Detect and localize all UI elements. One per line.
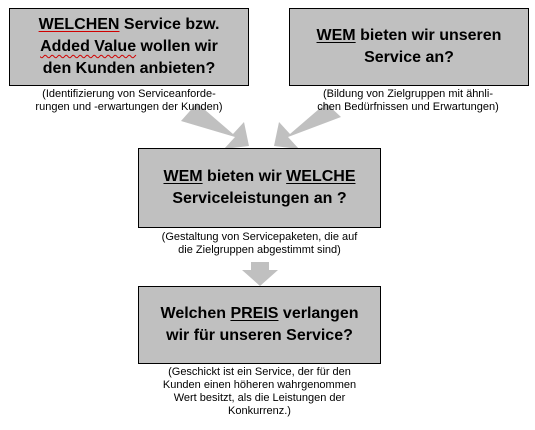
- note-perceived-value: (Geschickt ist ein Service, der für den …: [128, 366, 391, 418]
- note-line: Kunden einen höheren wahrgenommen: [162, 379, 357, 391]
- question-box-which-price: Welchen PREIS verlangen wir für unseren …: [138, 286, 381, 364]
- note-line: (Identifizierung von Serviceanforde-: [42, 88, 216, 100]
- box2-line2-text: Service an?: [364, 49, 454, 66]
- note-target-groups: (Bildung von Zielgruppen mit ähnli- chen…: [281, 88, 535, 114]
- note-line: (Bildung von Zielgruppen mit ähnli-: [323, 88, 493, 100]
- note-line: Konkurrenz.): [228, 405, 291, 417]
- note-service-packages: (Gestaltung von Servicepaketen, die auf …: [128, 231, 391, 257]
- keyword-added-value: Added Value: [40, 38, 137, 55]
- box3-line1-text: bieten wir: [202, 168, 287, 185]
- keyword-wem: WEM: [316, 27, 356, 44]
- box4-line2-text: wir für unseren Service?: [166, 327, 353, 344]
- question-box-which-services-to-whom: WEM bieten wir WELCHE Serviceleistungen …: [138, 148, 381, 228]
- question-box-to-whom: WEM bieten wir unseren Service an?: [289, 8, 529, 86]
- arrow-box3-to-box4: [242, 262, 278, 286]
- keyword-welchen: WELCHEN: [38, 16, 120, 33]
- box1-line1-text: Service bzw.: [119, 16, 220, 33]
- question-box-which-service: WELCHEN Service bzw. Added Value wollen …: [9, 8, 249, 86]
- box1-line3-text: den Kunden anbieten?: [42, 60, 216, 77]
- box1-line2-text: wollen wir: [136, 38, 218, 55]
- arrow-box1-to-box3: [181, 103, 249, 149]
- keyword-preis: PREIS: [230, 305, 279, 322]
- box4-line1-text-end: verlangen: [278, 305, 359, 322]
- keyword-wem: WEM: [163, 168, 203, 185]
- box4-line1-text-start: Welchen: [160, 305, 231, 322]
- note-line: rungen und -erwartungen der Kunden): [35, 101, 223, 113]
- arrow-box2-to-box3: [274, 103, 341, 149]
- box3-line2-text: Serviceleistungen an ?: [172, 190, 347, 207]
- note-line: chen Bedürfnissen und Erwartungen): [317, 101, 499, 113]
- note-line: die Zielgruppen abgestimmt sind): [178, 244, 341, 256]
- keyword-welche: WELCHE: [286, 168, 356, 185]
- note-identify-requirements: (Identifizierung von Serviceanforde- run…: [0, 88, 258, 114]
- box2-line1-text: bieten wir unseren: [355, 27, 502, 44]
- note-line: Wert besitzt, als die Leistungen der: [173, 392, 346, 404]
- note-line: (Gestaltung von Servicepaketen, die auf: [161, 231, 358, 243]
- note-line: (Geschickt ist ein Service, der für den: [168, 366, 351, 378]
